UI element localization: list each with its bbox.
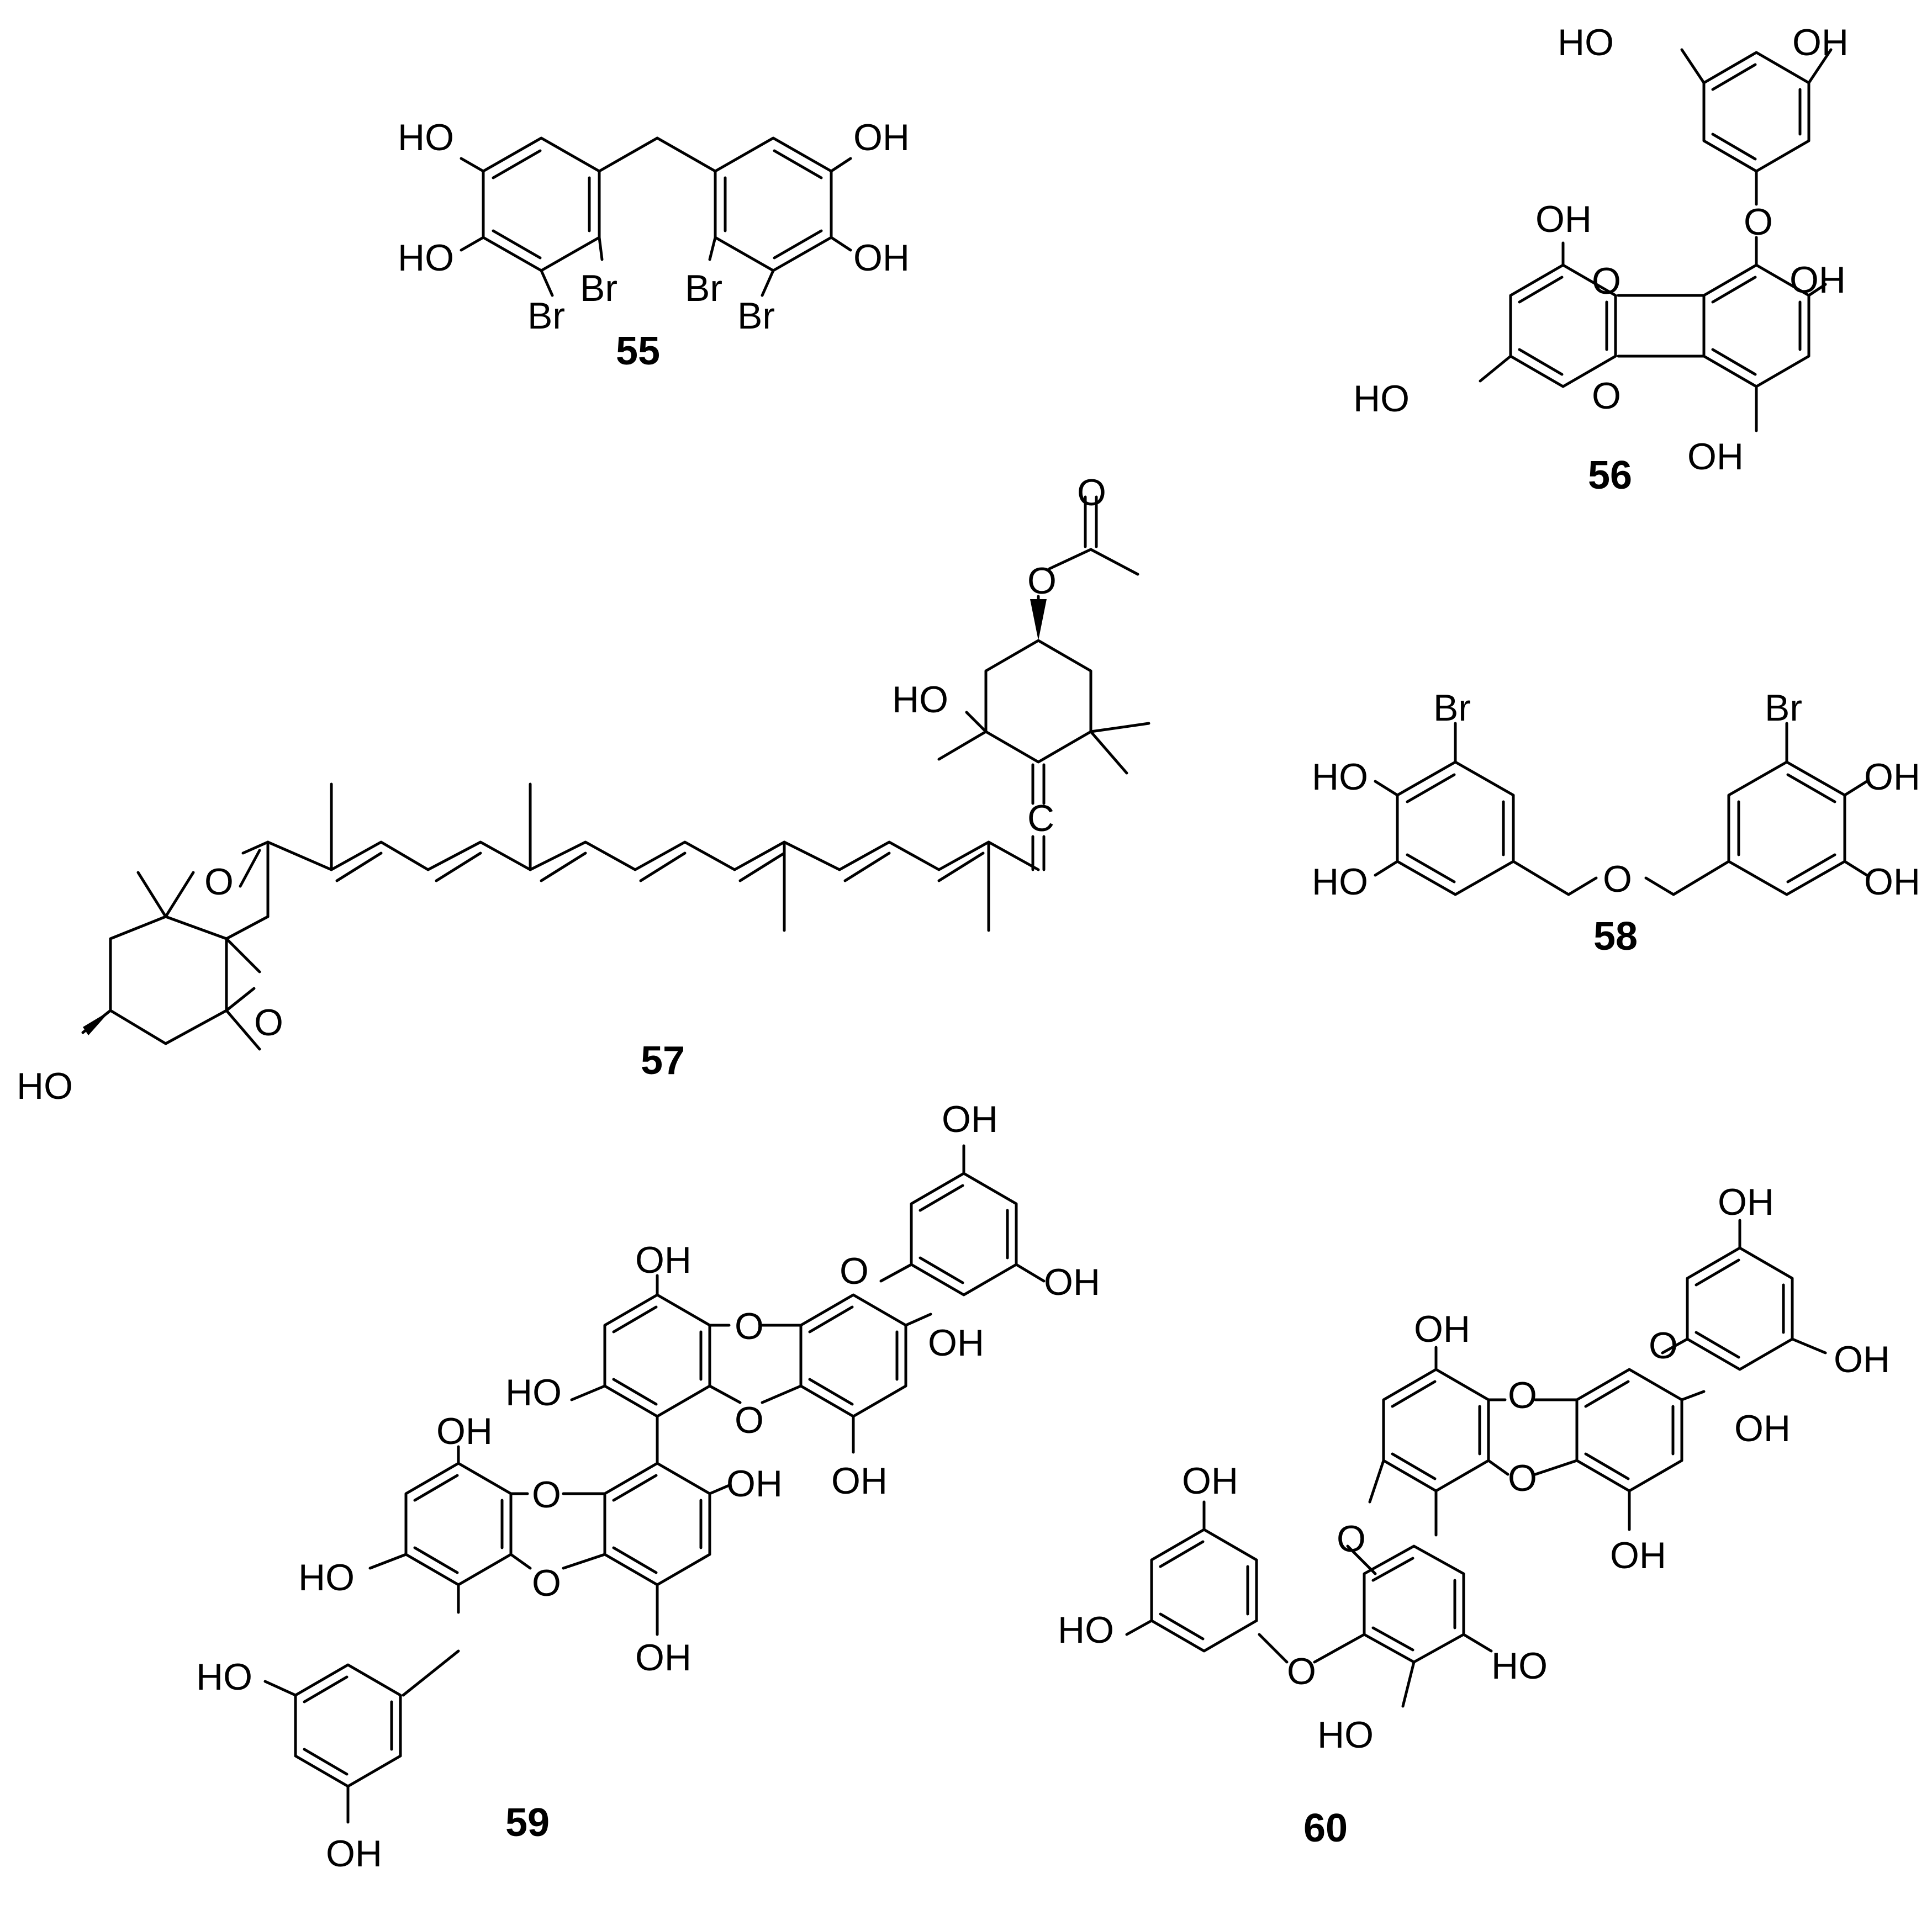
compound-55-bonds — [460, 136, 852, 297]
atom-label: Br — [1433, 687, 1471, 729]
atom-label: O — [1649, 1325, 1678, 1367]
compound-58-bonds — [1374, 722, 1868, 896]
compound-59-bonds — [263, 1144, 1046, 1824]
atom-label: HO — [1312, 861, 1368, 903]
atom-label: OH — [1535, 198, 1592, 240]
atom-label: HO — [398, 117, 454, 158]
compound-56-labels: HO OH OH O O O OH HO OH — [1353, 22, 1849, 478]
atom-label: O — [1027, 560, 1057, 602]
compound-55-labels: HO HO Br Br Br Br OH OH — [398, 117, 910, 337]
atom-label: HO — [892, 679, 948, 721]
atom-label: O — [1592, 260, 1621, 302]
atom-label: O — [1287, 1650, 1316, 1692]
atom-label: Br — [580, 267, 617, 309]
atom-label: O — [735, 1399, 764, 1441]
compound-57-hashed-wedge — [83, 1010, 110, 1035]
atom-label: HO — [505, 1372, 562, 1414]
compound-56-bonds — [1479, 48, 1833, 432]
atom-label: O — [1077, 472, 1106, 514]
compound-59-labels: OH OH O OH OH O HO O OH OH OH O HO O OH … — [196, 1098, 1100, 1875]
compound-number: 55 — [616, 329, 660, 373]
atom-label: C — [1027, 797, 1054, 839]
atom-label: OH — [635, 1239, 691, 1281]
atom-label: O — [254, 1002, 283, 1044]
atom-label: OH — [928, 1322, 984, 1364]
atom-label: OH — [1610, 1535, 1666, 1576]
atom-label: OH — [1734, 1408, 1791, 1449]
atom-label: O — [204, 861, 234, 903]
atom-label: Br — [1765, 687, 1802, 729]
atom-label: HO — [1058, 1609, 1114, 1651]
atom-label: OH — [726, 1463, 783, 1505]
compound-58-labels: Br Br HO HO O OH OH — [1312, 687, 1920, 903]
atom-label: O — [1744, 201, 1773, 243]
atom-label: HO — [298, 1557, 355, 1599]
compound-60-labels: OH OH OH O O OH O OH HO O O HO OH HO — [1058, 1181, 1890, 1756]
atom-label: HO — [1317, 1714, 1374, 1756]
atom-label: HO — [1312, 756, 1368, 798]
atom-label: OH — [831, 1460, 888, 1502]
atom-label: OH — [1044, 1261, 1100, 1303]
atom-label: OH — [853, 237, 910, 279]
compound-number: 59 — [505, 1801, 550, 1845]
atom-label: O — [1508, 1457, 1537, 1499]
atom-label: O — [735, 1305, 764, 1347]
compound-57-wedge-bond — [1030, 599, 1047, 641]
atom-label: OH — [1864, 861, 1920, 903]
atom-label: OH — [853, 117, 910, 158]
compound-number: 57 — [641, 1039, 685, 1083]
atom-label: OH — [635, 1637, 691, 1679]
atom-label: O — [840, 1250, 869, 1292]
compound-60-bonds — [1125, 1219, 1827, 1708]
atom-label: HO — [1353, 378, 1410, 420]
atom-label: OH — [1864, 756, 1920, 798]
atom-label: HO — [1491, 1645, 1548, 1687]
atom-label: O — [1337, 1518, 1366, 1560]
atom-label: HO — [17, 1065, 73, 1107]
atom-label: OH — [1718, 1181, 1774, 1223]
atom-label: Br — [527, 295, 565, 337]
atom-label: HO — [196, 1656, 252, 1698]
compound-number: 56 — [1588, 453, 1632, 498]
atom-label: O — [1603, 858, 1632, 900]
atom-label: OH — [1182, 1460, 1238, 1502]
atom-label: OH — [1834, 1338, 1890, 1380]
atom-label: HO — [398, 237, 454, 279]
atom-label: OH — [1414, 1308, 1470, 1350]
atom-label: OH — [1792, 22, 1849, 64]
atom-label: OH — [1790, 259, 1846, 301]
atom-label: OH — [326, 1833, 382, 1875]
atom-label: O — [1592, 375, 1621, 417]
compound-57-labels: O O HO C O O HO — [17, 472, 1106, 1107]
atom-label: HO — [1558, 22, 1614, 64]
atom-label: OH — [1687, 436, 1744, 478]
atom-label: O — [532, 1474, 561, 1516]
compound-number: 60 — [1303, 1806, 1348, 1850]
atom-label: Br — [685, 267, 722, 309]
atom-label: OH — [436, 1410, 493, 1452]
compound-57-bonds — [81, 495, 1150, 1051]
compound-number: 58 — [1593, 914, 1638, 959]
atom-label: Br — [737, 295, 775, 337]
atom-label: O — [532, 1562, 561, 1604]
atom-label: O — [1508, 1374, 1537, 1416]
atom-label: OH — [942, 1098, 998, 1140]
